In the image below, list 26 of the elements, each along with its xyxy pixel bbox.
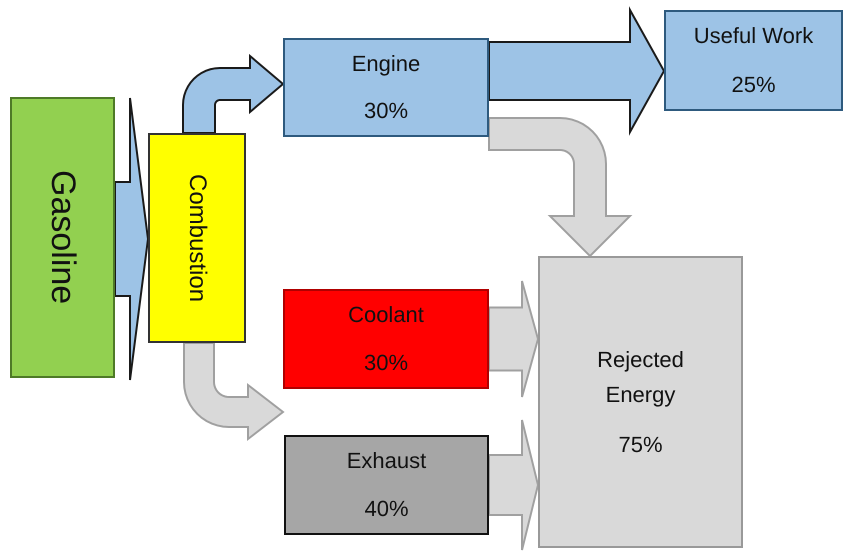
process-box <box>10 97 115 378</box>
process-box <box>283 289 489 389</box>
block-arrow <box>182 54 285 134</box>
process-box <box>283 38 489 137</box>
box-title: Exhaust <box>346 448 426 474</box>
box-title: Rejected Energy <box>596 346 685 410</box>
box-title: Gasoline <box>43 170 82 305</box>
box-title: Combustion <box>183 174 211 302</box>
box-title: Engine <box>352 50 420 77</box>
percentage-label: 75% <box>618 430 663 459</box>
percentage-label: 30% <box>364 98 408 124</box>
process-box <box>664 10 843 111</box>
box-title: Coolant <box>348 302 424 328</box>
percentage-label: 40% <box>364 496 409 522</box>
percentage-label: 25% <box>731 72 776 98</box>
process-box <box>148 133 246 343</box>
block-arrow <box>114 97 149 381</box>
block-arrow <box>488 280 540 398</box>
box-title: Useful Work <box>694 23 814 50</box>
process-box <box>284 435 489 535</box>
percentage-label: 30% <box>364 350 408 376</box>
block-arrow <box>183 342 285 442</box>
block-arrow <box>488 117 632 258</box>
process-box <box>538 256 743 548</box>
block-arrow <box>488 6 666 136</box>
block-arrow <box>488 419 540 551</box>
